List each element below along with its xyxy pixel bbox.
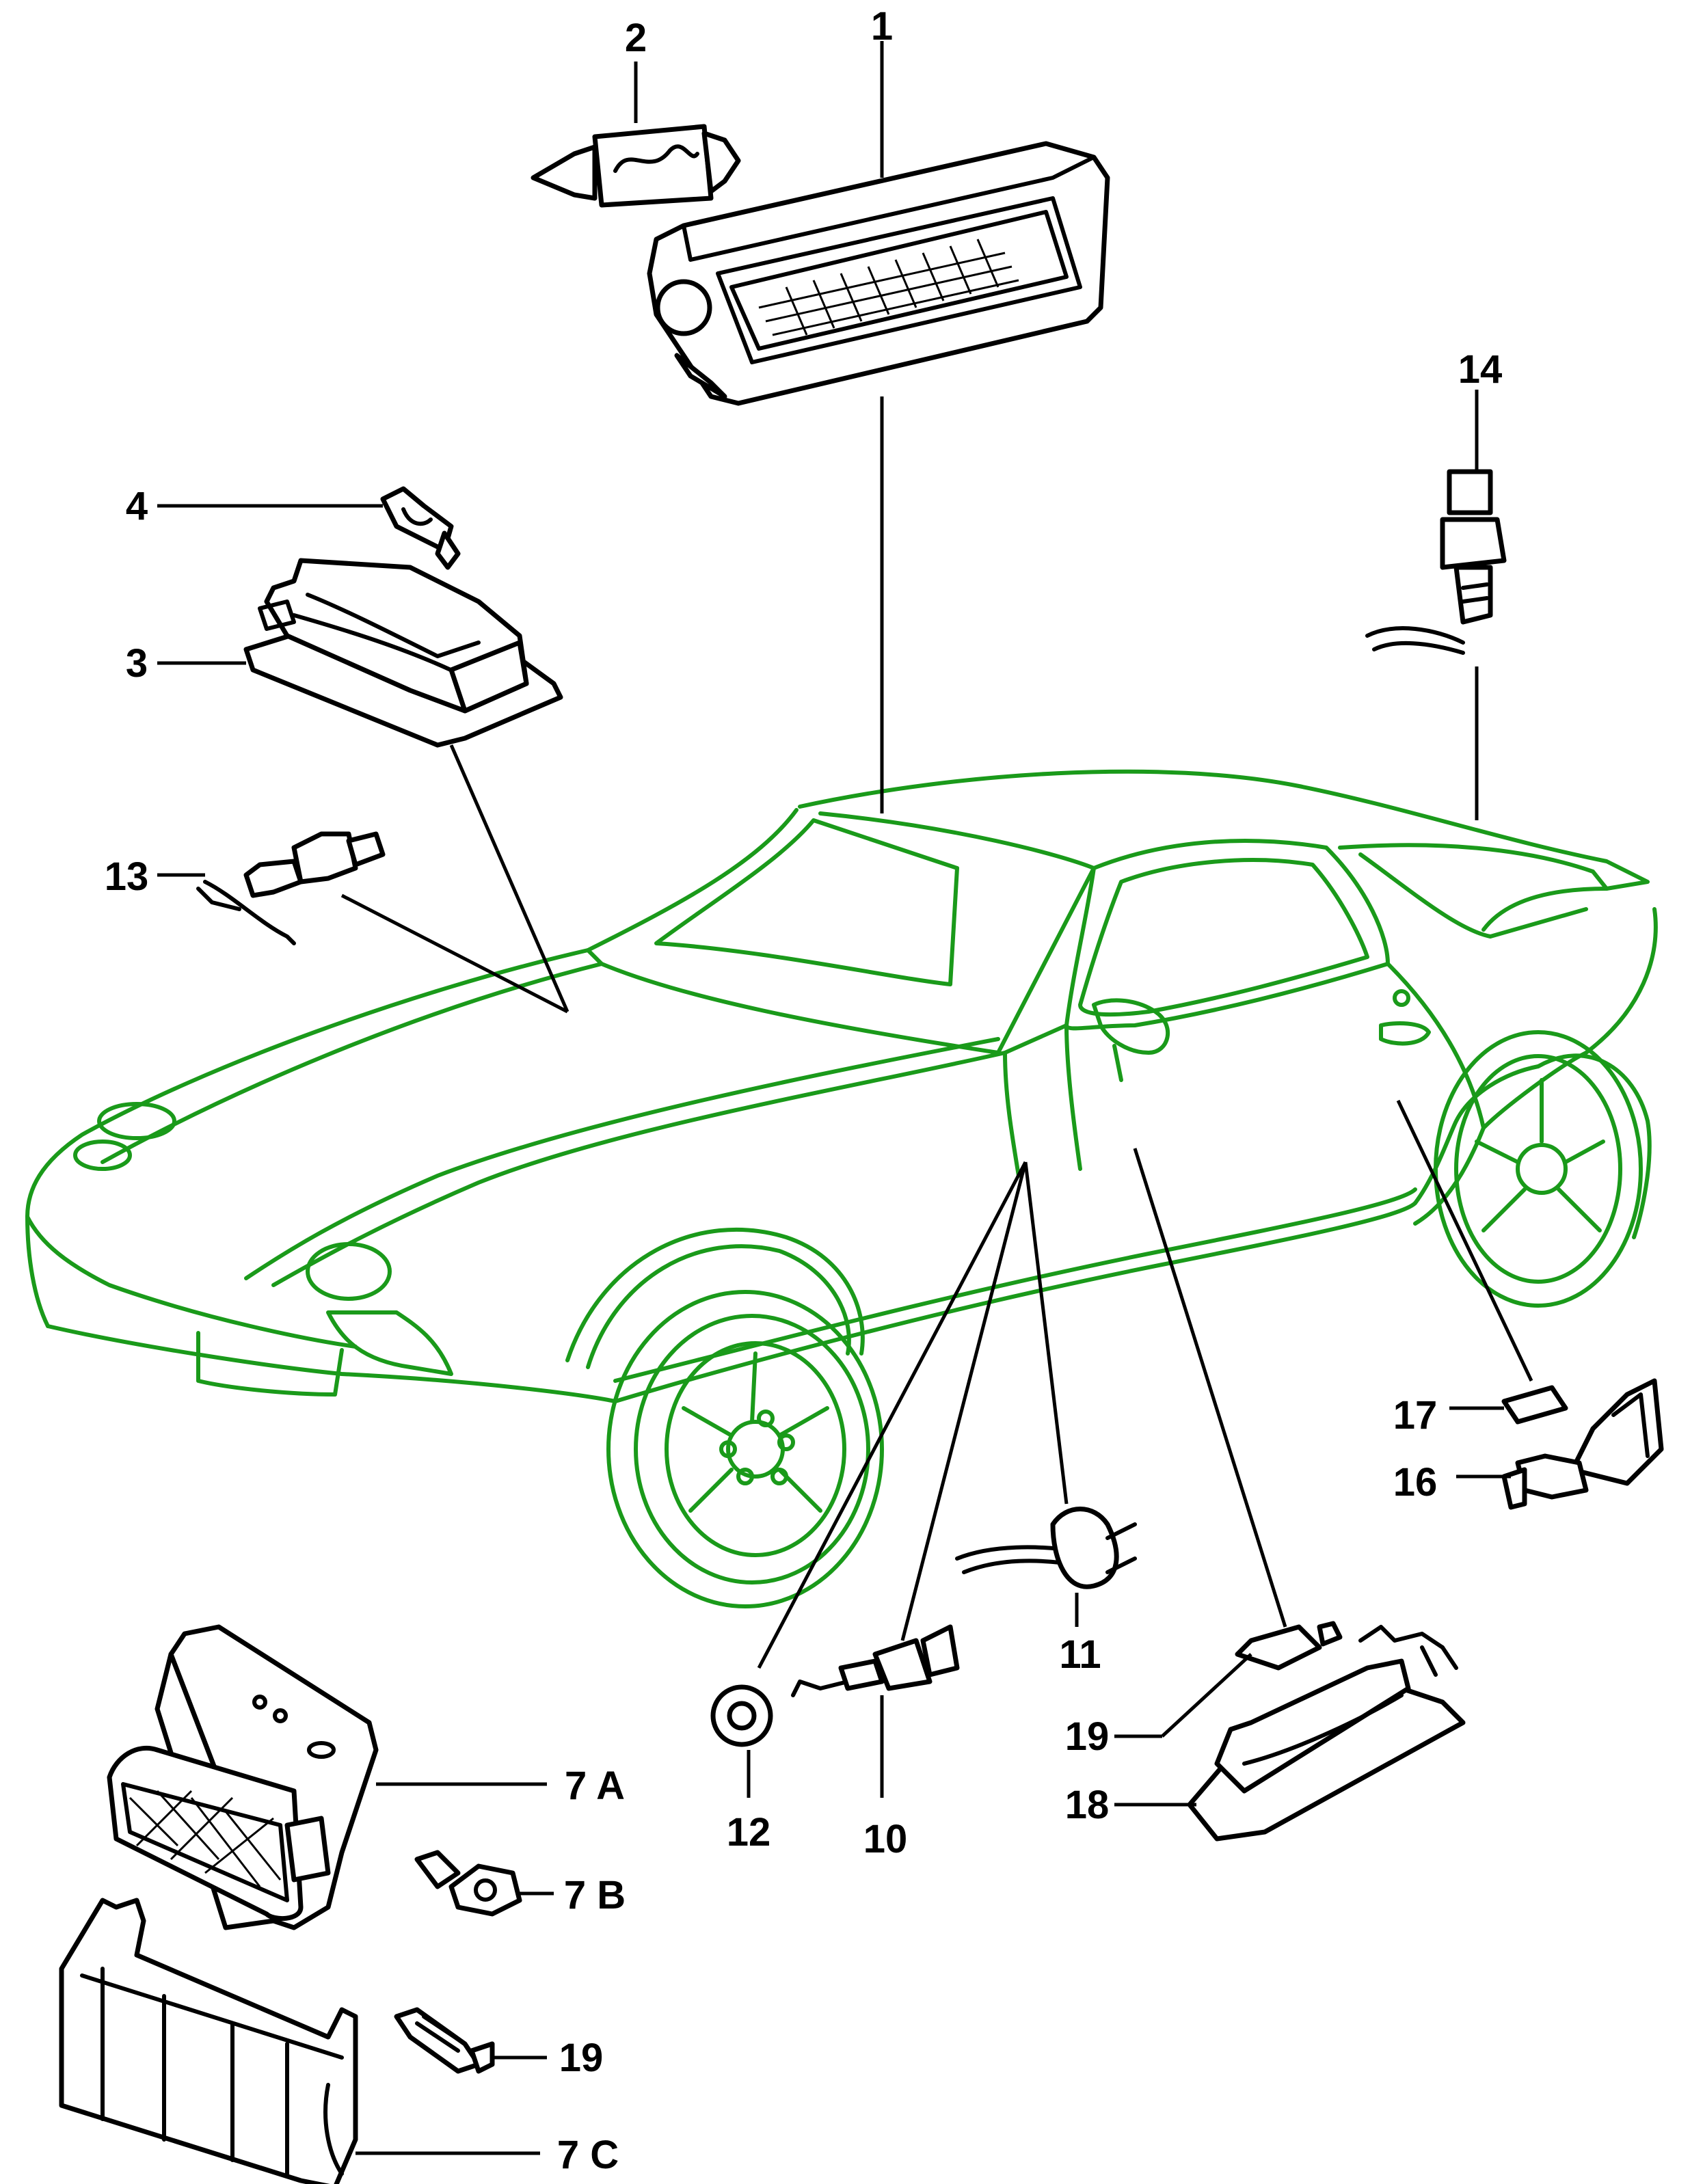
part-7a-control-unit xyxy=(107,1624,379,1930)
callout-1: 1 xyxy=(871,4,893,49)
part-3-lamp-unit xyxy=(243,558,563,748)
callout-7c: 7 C xyxy=(557,2133,619,2177)
callout-3: 3 xyxy=(126,641,148,686)
part-16-socket xyxy=(1501,1378,1664,1510)
control-unit-hatch xyxy=(129,1790,282,1887)
callout-14: 14 xyxy=(1458,347,1503,392)
callout-19-center: 19 xyxy=(1065,1714,1110,1759)
part-2-bulb xyxy=(531,124,741,208)
callout-7b: 7 B xyxy=(564,1873,626,1917)
leader-lines xyxy=(157,41,1533,2155)
callout-11: 11 xyxy=(1059,1632,1101,1677)
callout-10: 10 xyxy=(863,1817,908,1861)
part-10-switch xyxy=(791,1624,960,1697)
callout-12: 12 xyxy=(727,1810,771,1855)
callout-19-lower: 19 xyxy=(559,2036,604,2080)
callout-18: 18 xyxy=(1065,1783,1110,1827)
part-13-sensor xyxy=(196,831,386,945)
part-7b-relay xyxy=(414,1850,522,1917)
callout-7a: 7 A xyxy=(565,1764,625,1808)
part-4-bulb xyxy=(380,486,461,570)
part-18-lamp-unit xyxy=(1187,1625,1466,1842)
callout-17: 17 xyxy=(1393,1393,1438,1438)
callout-16: 16 xyxy=(1393,1460,1438,1505)
part-11-grommet xyxy=(955,1507,1137,1589)
part-19-bulb-lower xyxy=(394,2007,495,2074)
part-7c-cover xyxy=(59,1898,358,2184)
callout-labels: 1 2 14 4 3 13 17 16 11 19 18 12 10 7 A 7… xyxy=(105,4,1503,2177)
lamp-lens-hatch xyxy=(758,239,1019,336)
part-19-bulb-center xyxy=(1235,1621,1343,1671)
part-17-bulb xyxy=(1501,1385,1568,1425)
callout-4: 4 xyxy=(126,484,148,528)
part-14-sensor xyxy=(1365,469,1507,655)
callout-2: 2 xyxy=(625,16,647,60)
part-1-lamp-housing xyxy=(647,141,1110,406)
callout-13: 13 xyxy=(105,854,149,899)
part-12-seal-ring xyxy=(710,1684,773,1747)
car-outline xyxy=(25,769,1658,1608)
